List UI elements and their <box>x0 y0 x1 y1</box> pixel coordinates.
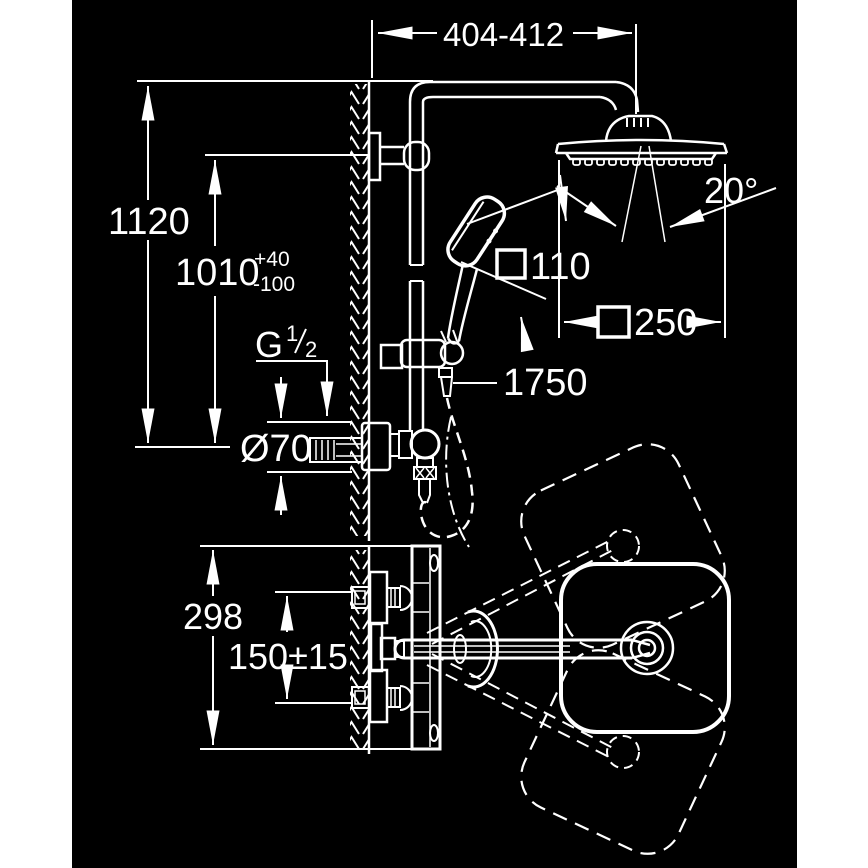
swivel-head-lower <box>520 649 726 855</box>
wall-section <box>350 80 371 754</box>
dim-thread-den: 2 <box>305 337 317 362</box>
swivel-arc-centerline <box>445 416 470 548</box>
spray-cone-lines <box>621 145 666 243</box>
dim-spray-angle: 20° <box>704 170 758 211</box>
shower-hose <box>419 397 474 539</box>
hose-coupling <box>413 466 437 480</box>
riser-pipe-left-edge <box>408 80 616 430</box>
slide-rail-joint <box>410 264 423 282</box>
side-view <box>309 80 729 539</box>
fraction-slash <box>294 328 307 354</box>
dim-hose-length: 1750 <box>503 362 588 404</box>
head-shower-side-profile <box>554 138 729 161</box>
head-shower-plan <box>559 562 731 734</box>
dim-supply-tol-plus: +40 <box>254 248 290 271</box>
dim-height-supply: 1010 <box>175 252 260 294</box>
dim-hand-shower-face: 110 <box>530 246 591 288</box>
dim-connection-distance: 150±15 <box>228 636 348 677</box>
dim-supply-tol-minus: -100 <box>253 273 295 296</box>
dim-body-length: 298 <box>183 596 243 637</box>
dimension-lines <box>135 20 777 750</box>
head-joint-circles <box>619 620 675 676</box>
head-spray-nozzles <box>572 158 713 166</box>
hose-outlet <box>418 479 431 504</box>
head-joint-thread-marks <box>626 118 649 127</box>
dim-escutcheon-diameter: Ø70 <box>240 428 312 470</box>
dim-head-face: 250 <box>634 302 697 344</box>
hose-guide-ring <box>453 609 499 689</box>
dim-height-total: 1120 <box>108 201 190 243</box>
riser-pipe-right-edge <box>421 95 600 430</box>
wall-hatch-plan <box>350 550 369 750</box>
valve-knob <box>409 428 441 460</box>
wall-hatch-side <box>350 84 369 536</box>
square-symbol-250 <box>596 305 631 339</box>
square-symbol-110 <box>495 248 527 280</box>
hand-shower <box>446 195 507 345</box>
valve-connections-plan <box>351 570 413 724</box>
dim-thread-num: 1 <box>286 321 298 346</box>
dim-span-top: 404-412 <box>443 16 564 53</box>
valve-body-plan <box>410 544 442 751</box>
shower-holder <box>379 329 465 397</box>
shower-arm-bend <box>599 80 640 113</box>
swivel-head-upper <box>520 443 726 649</box>
swivel-joints-dashed <box>606 529 640 769</box>
head-arm-plan <box>379 636 651 661</box>
dim-thread-prefix: G <box>255 324 283 365</box>
swivel-positions-dashed <box>520 443 726 855</box>
head-ball-joint <box>604 114 673 142</box>
mixer-valve-side <box>309 421 441 504</box>
plan-view <box>351 416 731 855</box>
hand-shower-handle <box>446 263 479 345</box>
wall-bracket <box>367 131 431 182</box>
